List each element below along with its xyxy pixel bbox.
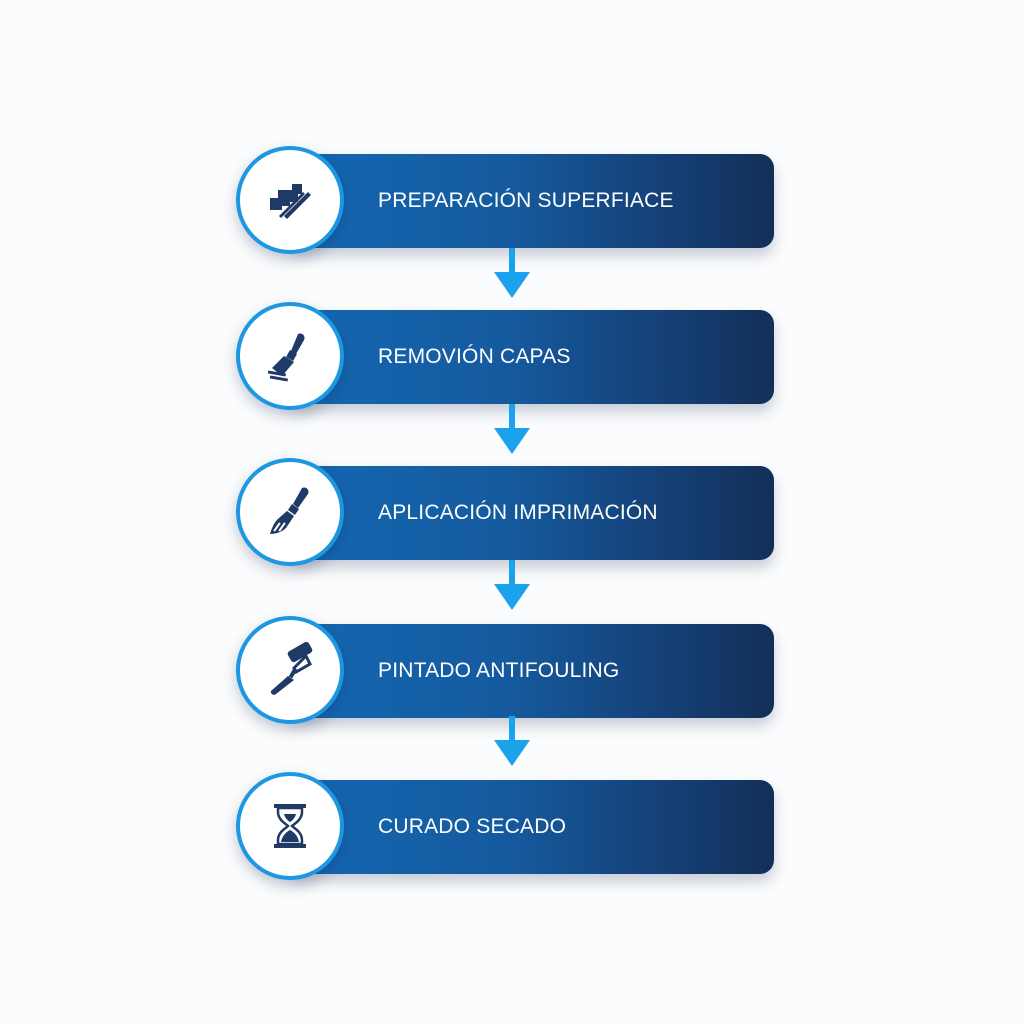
process-step: APLICACIÓN IMPRIMACIÓN xyxy=(236,458,776,570)
step-bar xyxy=(288,624,774,718)
process-step: CURADO SECADO xyxy=(236,772,776,884)
step-bar xyxy=(288,780,774,874)
step-bar xyxy=(288,466,774,560)
process-step: PREPARACIÓN SUPERFIACE xyxy=(236,146,776,258)
step-bar xyxy=(288,310,774,404)
step-label: PREPARACIÓN SUPERFIACE xyxy=(378,189,674,212)
arrow-connector xyxy=(492,560,532,614)
step-badge xyxy=(236,616,344,724)
paint-roller-icon xyxy=(270,642,313,695)
step-label: CURADO SECADO xyxy=(378,815,567,838)
surface-scraper-icon xyxy=(270,184,311,219)
process-step: REMOVIÓN CAPAS xyxy=(236,302,776,414)
step-label: PINTADO ANTIFOULING xyxy=(378,659,620,682)
arrow-connector xyxy=(492,404,532,458)
step-badge xyxy=(236,146,344,254)
process-step: PINTADO ANTIFOULING xyxy=(236,616,776,728)
step-bar xyxy=(288,154,774,248)
arrow-down-icon xyxy=(494,560,530,610)
step-badge xyxy=(236,302,344,410)
arrow-connector xyxy=(492,248,532,302)
hourglass-icon xyxy=(274,804,306,848)
step-badge xyxy=(236,772,344,880)
putty-knife-icon xyxy=(267,333,305,382)
arrow-connector xyxy=(492,716,532,770)
step-badge xyxy=(236,458,344,566)
arrow-down-icon xyxy=(494,404,530,454)
step-label: REMOVIÓN CAPAS xyxy=(378,345,571,368)
arrow-down-icon xyxy=(494,716,530,766)
paintbrush-icon xyxy=(270,487,309,534)
arrow-down-icon xyxy=(494,248,530,298)
step-label: APLICACIÓN IMPRIMACIÓN xyxy=(378,501,658,524)
